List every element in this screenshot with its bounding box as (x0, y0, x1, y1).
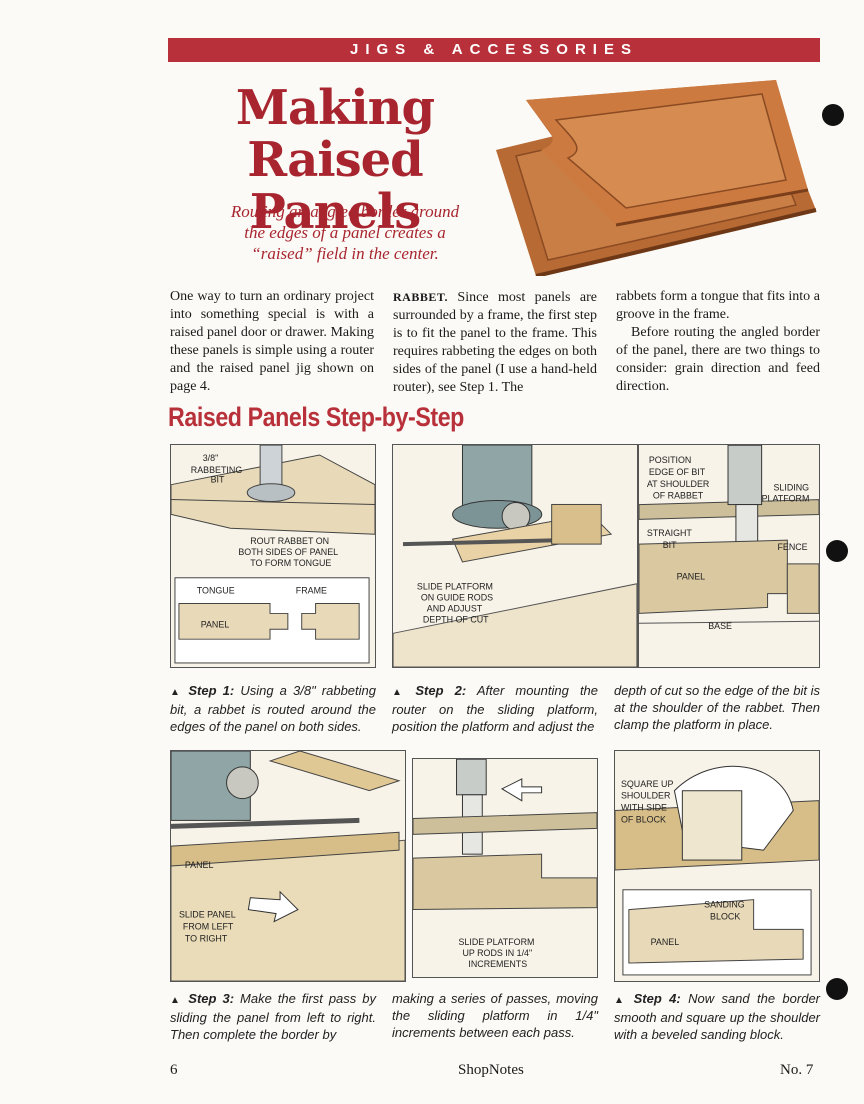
caption-step-1: ▲ Step 1: Using a 3/8" rabbeting bit, a r… (170, 682, 376, 735)
step4-label: Step 4: (633, 991, 681, 1006)
fig4-slide-2: FROM LEFT (183, 921, 234, 931)
fig3-pos-4: OF RABBET (653, 491, 704, 501)
triangle-icon: ▲ (170, 687, 183, 698)
caption-step-2-cont: depth of cut so the edge of the bit is a… (614, 683, 820, 732)
fig4-panel: PANEL (185, 860, 214, 870)
magazine-name: ShopNotes (458, 1062, 524, 1078)
fig6-square-3: WITH SIDE (621, 803, 667, 813)
subtitle-line-3: “raised” field in the center. (251, 244, 439, 263)
fig2-label-4: DEPTH OF CUT (423, 614, 489, 624)
step2-label: Step 2: (415, 683, 467, 698)
fig3-straight-1: STRAIGHT (647, 528, 693, 538)
fig6-square-1: SQUARE UP (621, 779, 674, 789)
fig5-label-2: UP RODS IN 1/4" (462, 948, 532, 958)
title-line-1: Making (235, 80, 435, 136)
fig1-bit-size: 3/8" (203, 453, 219, 463)
binder-hole-icon (826, 978, 848, 1000)
raised-panels-photo (486, 80, 820, 278)
rabbet-text: Since most panels are surrounded by a fr… (393, 290, 597, 395)
figure-step-1: 3/8" RABBETING BIT ROUT RABBET ON BOTH S… (170, 444, 376, 668)
fig3-base: BASE (708, 621, 732, 631)
step4-text: Now sand the border smooth and square up… (614, 991, 820, 1042)
section-banner: JIGS & ACCESSORIES (168, 38, 820, 62)
section-title: Raised Panels Step-by-Step (168, 402, 464, 432)
title-line-2: Raised Panels (247, 132, 423, 240)
binder-hole-icon (826, 540, 848, 562)
fig2-label-1: SLIDE PLATFORM (417, 582, 493, 592)
fig2-label-3: AND ADJUST (427, 604, 483, 614)
step3-label: Step 3: (188, 991, 235, 1006)
figure-step-2: SLIDE PLATFORM ON GUIDE RODS AND ADJUST … (392, 444, 638, 668)
figure-step-3: POSITION EDGE OF BIT AT SHOULDER OF RABB… (638, 444, 820, 668)
fig6-square-2: SHOULDER (621, 791, 671, 801)
fig3-pos-3: AT SHOULDER (647, 479, 710, 489)
caption-step-4: ▲ Step 4: Now sand the border smooth and … (614, 990, 820, 1043)
fig4-slide-1: SLIDE PANEL (179, 910, 236, 920)
step1-text: Using a 3/8" rabbeting bit, a rabbet is … (170, 683, 377, 734)
binder-hole-icon (822, 104, 844, 126)
subtitle-line-1: Routing an angled border around (230, 202, 460, 221)
step1-label: Step 1: (188, 683, 235, 698)
intro-paragraph: One way to turn an ordinary project into… (170, 289, 374, 394)
fig6-sanding-2: BLOCK (710, 911, 740, 921)
caption-step-2: ▲ Step 2: After mounting the router on th… (392, 682, 598, 735)
fig3-pos-1: POSITION (649, 455, 691, 465)
caption-step-3: ▲ Step 3: Make the first pass by sliding … (170, 990, 376, 1043)
fig1-rout-2: BOTH SIDES OF PANEL (238, 547, 338, 557)
fig6-panel: PANEL (651, 937, 680, 947)
rabbet-lead: RABBET. (393, 290, 448, 304)
intro-columns: One way to turn an ordinary project into… (170, 288, 820, 398)
intro-col-1: One way to turn an ordinary project into… (170, 288, 374, 398)
step3-text: Make the first pass by sliding the panel… (170, 991, 377, 1042)
triangle-icon: ▲ (614, 995, 628, 1006)
fig1-panel: PANEL (201, 619, 230, 629)
page-number: 6 (170, 1062, 178, 1078)
fig1-frame: FRAME (296, 586, 327, 596)
fig1-bit-label-1: RABBETING (191, 465, 243, 475)
rabbet-cont: rabbets form a tongue that fits into a g… (616, 289, 820, 322)
fig6-square-4: OF BLOCK (621, 814, 666, 824)
article-title: Making Raised Panels (170, 82, 500, 238)
fig2-label-2: ON GUIDE RODS (421, 593, 493, 603)
fig1-rout-1: ROUT RABBET ON (250, 536, 329, 546)
fig3-panel: PANEL (677, 572, 706, 582)
fig3-fence: FENCE (777, 542, 807, 552)
fig6-sanding-1: SANDING (704, 900, 745, 910)
fig5-label-3: INCREMENTS (468, 959, 527, 969)
fig3-sliding-1: SLIDING (774, 483, 810, 493)
fig1-rout-3: TO FORM TONGUE (250, 558, 331, 568)
fig1-bit-label-2: BIT (211, 475, 225, 485)
fig4-slide-3: TO RIGHT (185, 933, 228, 943)
border-paragraph: Before routing the angled border of the … (616, 325, 820, 394)
intro-col-3: rabbets form a tongue that fits into a g… (616, 288, 820, 398)
figure-step-3-b: SLIDE PLATFORM UP RODS IN 1/4" INCREMENT… (412, 758, 598, 978)
step2-text: After mounting the router on the sliding… (392, 683, 599, 734)
intro-col-2: RABBET. Since most panels are surrounded… (393, 288, 597, 398)
fig1-tongue: TONGUE (197, 586, 235, 596)
triangle-icon: ▲ (392, 687, 410, 698)
rabbet-paragraph: RABBET. Since most panels are surrounded… (393, 288, 597, 397)
figure-step-4: SQUARE UP SHOULDER WITH SIDE OF BLOCK SA… (614, 750, 820, 982)
figure-step-3-a: PANEL SLIDE PANEL FROM LEFT TO RIGHT (170, 750, 406, 982)
fig3-straight-2: BIT (663, 540, 677, 550)
issue-number: No. 7 (780, 1062, 814, 1078)
fig3-sliding-2: PLATFORM (762, 494, 810, 504)
subtitle-line-2: the edges of a panel creates a (244, 223, 446, 242)
fig5-label-1: SLIDE PLATFORM (459, 937, 535, 947)
article-subtitle: Routing an angled border around the edge… (170, 201, 520, 264)
triangle-icon: ▲ (170, 995, 183, 1006)
caption-step-3-cont: making a series of passes, moving the sl… (392, 991, 598, 1040)
fig3-pos-2: EDGE OF BIT (649, 467, 706, 477)
